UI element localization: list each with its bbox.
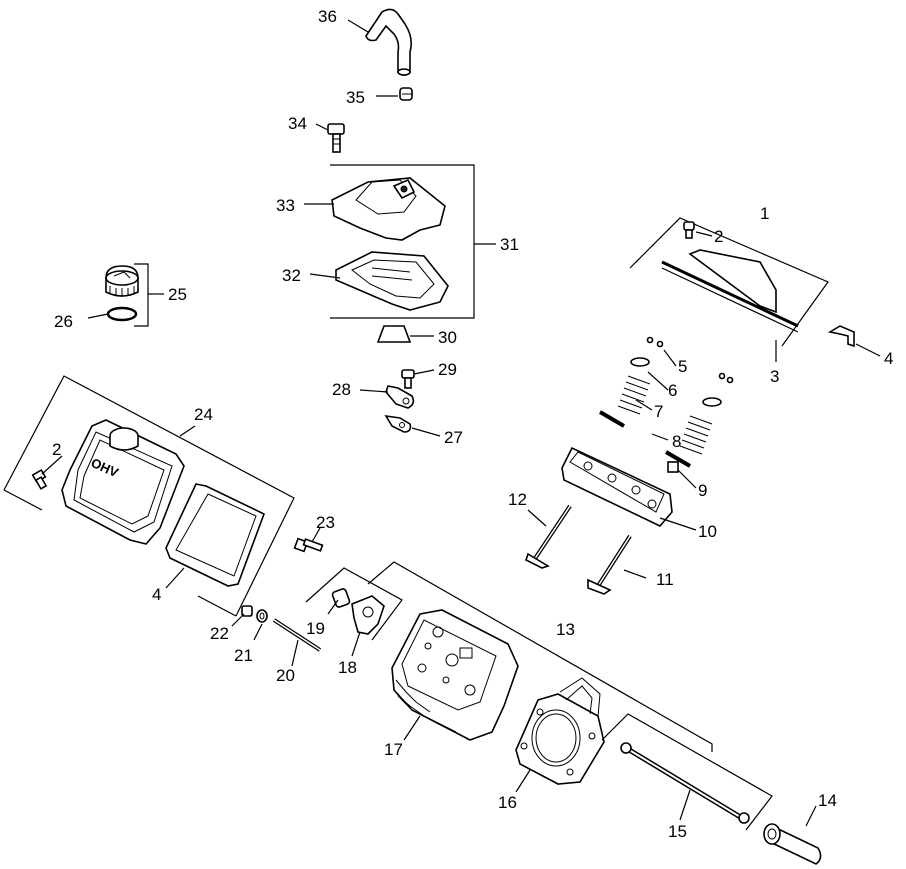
label-25: 25 (168, 285, 187, 304)
valve-11 (587, 534, 632, 595)
head-gasket (515, 677, 605, 785)
label-33: 33 (276, 196, 295, 215)
cover-bolt (327, 123, 345, 153)
push-rod (620, 742, 750, 824)
pad-30 (376, 325, 412, 343)
valve-cover-top (331, 177, 446, 241)
breather-clamp (399, 87, 413, 101)
label-29: 29 (438, 360, 457, 379)
label-6: 6 (668, 381, 677, 400)
screw-2-left (31, 468, 48, 490)
cylinder-head (391, 609, 519, 741)
label-9: 9 (698, 481, 707, 500)
label-36: 36 (318, 7, 337, 26)
label-14: 14 (818, 791, 837, 810)
label-2-left: 2 (52, 440, 61, 459)
valve-12 (525, 504, 572, 569)
tab-27 (384, 414, 412, 433)
label-28: 28 (332, 380, 351, 399)
rocker-18 (351, 595, 385, 635)
rocker-shaft-cover (661, 249, 799, 333)
label-22: 22 (210, 624, 229, 643)
label-27: 27 (444, 428, 463, 447)
label-7: 7 (654, 402, 663, 421)
label-31: 31 (500, 235, 519, 254)
tappet (763, 823, 822, 865)
washer-21 (256, 609, 268, 623)
keeper-5 (646, 336, 734, 384)
label-13: 13 (556, 620, 575, 639)
label-18: 18 (338, 658, 357, 677)
label-34: 34 (288, 114, 307, 133)
cover-gasket (165, 483, 266, 587)
spring-7-left (617, 375, 651, 415)
label-23: 23 (316, 513, 335, 532)
rocker-cover: OHV (61, 419, 185, 545)
label-32: 32 (282, 266, 301, 285)
rocker-bracket (561, 446, 673, 527)
stud-20 (272, 618, 322, 652)
label-4-left: 4 (152, 585, 161, 604)
label-17: 17 (384, 740, 403, 759)
tab-28 (385, 385, 415, 409)
label-21: 21 (234, 646, 253, 665)
label-10: 10 (698, 522, 717, 541)
oil-fill-cap (105, 265, 139, 297)
breather-tube (365, 8, 412, 76)
spring-7-right (679, 415, 713, 455)
label-2-right: 2 (714, 227, 723, 246)
label-11: 11 (656, 570, 674, 589)
label-20: 20 (276, 666, 295, 685)
o-ring (106, 306, 138, 322)
bracket-4-right (827, 325, 855, 348)
label-4-right: 4 (884, 349, 893, 368)
label-5: 5 (678, 357, 687, 376)
label-12: 12 (508, 490, 527, 509)
label-35: 35 (346, 88, 365, 107)
label-3: 3 (770, 367, 779, 386)
nut-22 (241, 605, 253, 617)
seal-8 (598, 410, 692, 468)
valve-cover-plate (335, 251, 449, 311)
screw-2-right (683, 221, 695, 239)
bolt-23 (293, 537, 324, 553)
label-30: 30 (438, 328, 457, 347)
label-1: 1 (760, 204, 769, 223)
screw-29 (401, 369, 415, 389)
label-8: 8 (672, 432, 681, 451)
label-24: 24 (194, 405, 213, 424)
cap-9 (667, 461, 679, 473)
label-26: 26 (54, 312, 73, 331)
label-19: 19 (306, 619, 325, 638)
label-15: 15 (668, 822, 687, 841)
label-16: 16 (498, 793, 517, 812)
retainer-6 (630, 357, 722, 407)
